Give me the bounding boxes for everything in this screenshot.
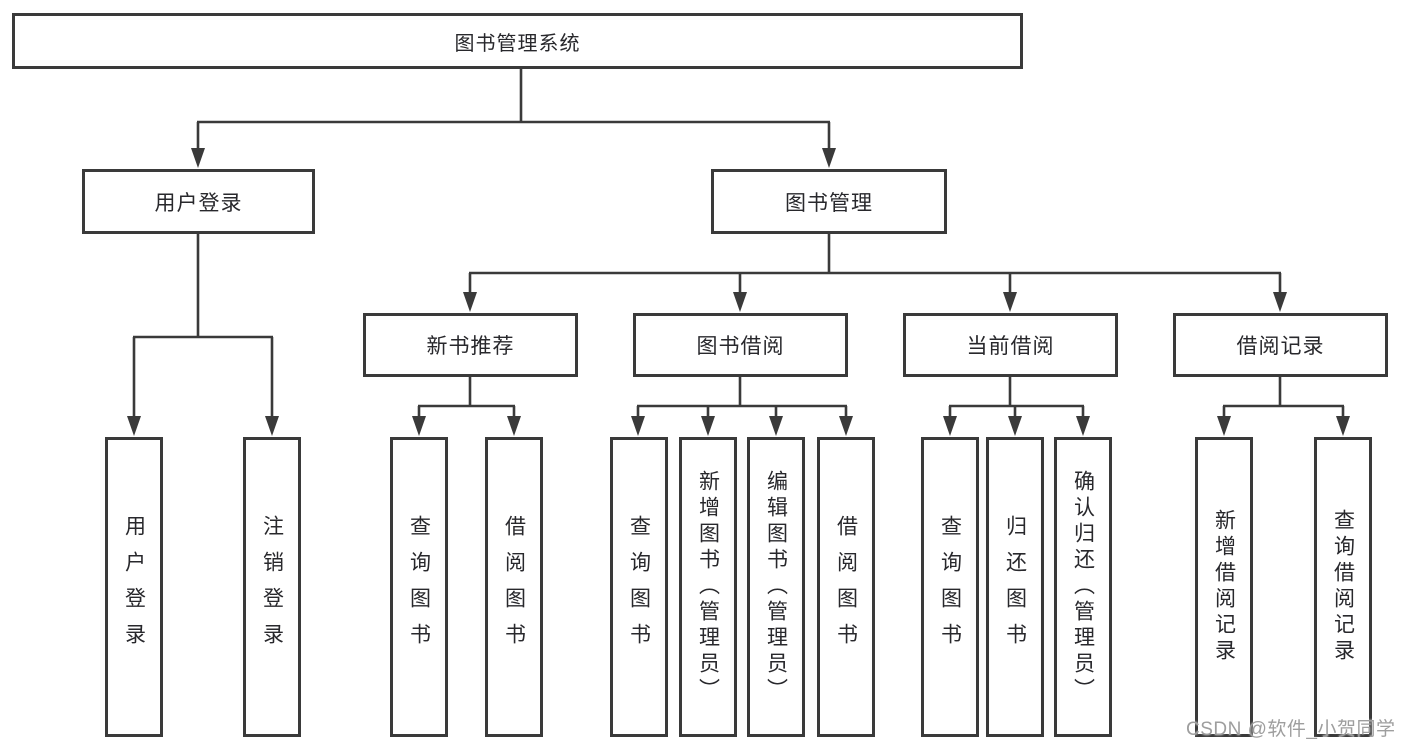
leaf-add-borrow-record: 新增借阅记录 <box>1195 437 1253 737</box>
node-label: 借阅记录 <box>1236 335 1325 358</box>
node-label: 新增借阅记录 <box>1212 509 1236 665</box>
node-label: 查询图书 <box>938 515 962 659</box>
node-label: 查询借阅记录 <box>1331 509 1355 665</box>
leaf-query-books-recommend: 查询图书 <box>390 437 448 737</box>
node-label: 查询图书 <box>407 515 431 659</box>
leaf-query-books-borrow: 查询图书 <box>610 437 668 737</box>
node-label: 归还图书 <box>1003 515 1027 659</box>
node-label: 新增图书（管理员） <box>696 470 720 704</box>
node-label: 用户登录 <box>154 191 243 215</box>
node-label: 借阅图书 <box>834 515 858 659</box>
watermark: CSDN @软件_小贺同学 <box>1186 719 1396 740</box>
leaf-return-book: 归还图书 <box>986 437 1044 737</box>
node-label: 编辑图书（管理员） <box>764 470 788 704</box>
node-label: 借阅图书 <box>502 515 526 659</box>
node-current-borrow: 当前借阅 <box>903 313 1118 377</box>
node-new-book-recommend: 新书推荐 <box>363 313 578 377</box>
leaf-logout: 注销登录 <box>243 437 301 737</box>
node-label: 查询图书 <box>627 515 651 659</box>
node-label: 图书管理系统 <box>454 32 581 55</box>
leaf-user-login: 用户登录 <box>105 437 163 737</box>
node-label: 注销登录 <box>260 515 284 659</box>
leaf-borrow-books: 借阅图书 <box>817 437 875 737</box>
leaf-query-books-current: 查询图书 <box>921 437 979 737</box>
node-label: 确认归还（管理员） <box>1071 470 1095 704</box>
node-label: 新书推荐 <box>426 335 515 358</box>
node-borrow-records: 借阅记录 <box>1173 313 1388 377</box>
leaf-confirm-return-admin: 确认归还（管理员） <box>1054 437 1112 737</box>
leaf-borrow-books-recommend: 借阅图书 <box>485 437 543 737</box>
node-label: 图书管理 <box>785 191 873 215</box>
leaf-add-book-admin: 新增图书（管理员） <box>679 437 737 737</box>
node-label: 图书借阅 <box>696 335 785 358</box>
node-label: 用户登录 <box>122 515 146 659</box>
node-library-management-system: 图书管理系统 <box>12 13 1023 69</box>
node-book-borrow: 图书借阅 <box>633 313 848 377</box>
node-user-login: 用户登录 <box>82 169 315 234</box>
node-label: 当前借阅 <box>966 335 1055 358</box>
leaf-query-borrow-record: 查询借阅记录 <box>1314 437 1372 737</box>
node-book-management: 图书管理 <box>711 169 947 234</box>
leaf-edit-book-admin: 编辑图书（管理员） <box>747 437 805 737</box>
